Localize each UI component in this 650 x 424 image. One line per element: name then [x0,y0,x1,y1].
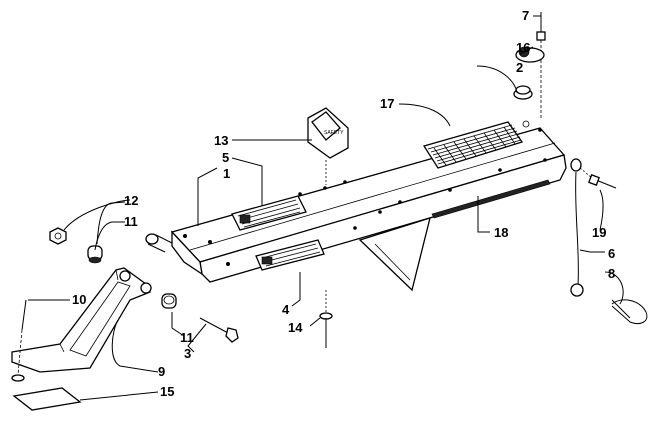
callout-15: 15 [160,384,174,399]
grommet-2 [513,85,533,100]
callout-4: 4 [282,302,290,317]
spacer-11-bottom [161,293,177,309]
hole [343,180,347,184]
spacer-11-top [87,245,103,264]
warning-decal-front [255,239,325,271]
callout-14: 14 [288,320,303,335]
callout-labels: 1 2 3 4 5 6 7 8 9 10 11 11 12 13 14 15 1… [72,8,615,399]
hole [538,128,542,132]
callout-17: 17 [380,96,394,111]
hole [226,262,230,266]
warning-decal-top [231,195,307,231]
leader-lines [28,15,624,401]
callout-2: 2 [516,60,523,75]
callout-3: 3 [184,346,191,361]
hole [183,234,187,238]
hole [208,240,212,244]
support-bracket [358,217,431,292]
mount-hole [522,120,530,128]
callout-7: 7 [522,8,529,23]
callout-10: 10 [72,292,86,307]
washer-16 [515,46,545,63]
hole [543,158,547,162]
bolt-7 [536,12,546,120]
hole [323,186,327,190]
callout-8: 8 [608,266,615,281]
hole [353,226,357,230]
callout-19: 19 [592,225,606,240]
pin-10 [11,299,27,382]
callout-18: 18 [494,225,508,240]
callout-12: 12 [124,193,138,208]
callout-13: 13 [214,133,228,148]
svg-text:SAFETY: SAFETY [324,130,344,136]
hole [398,200,402,204]
callout-16: 16 [516,40,530,55]
callout-5: 5 [222,150,229,165]
callout-9: 9 [158,364,165,379]
callout-11-bottom: 11 [180,330,194,345]
base-plate [12,387,82,411]
rivet-14 [319,290,333,348]
hinge-rod [145,233,173,253]
nut-12 [49,227,67,245]
clip-bracket: SAFETY [307,107,349,185]
hole [498,168,502,172]
hole [448,188,452,192]
hole [298,192,302,196]
cable-assembly [570,158,648,325]
callout-11-top: 11 [124,214,138,229]
callout-6: 6 [608,246,615,261]
hole [378,210,382,214]
front-strip [431,179,551,219]
callout-1: 1 [223,166,230,181]
bolt-3 [199,317,239,343]
mounting-arm [11,267,152,373]
grille-decal [422,121,524,169]
